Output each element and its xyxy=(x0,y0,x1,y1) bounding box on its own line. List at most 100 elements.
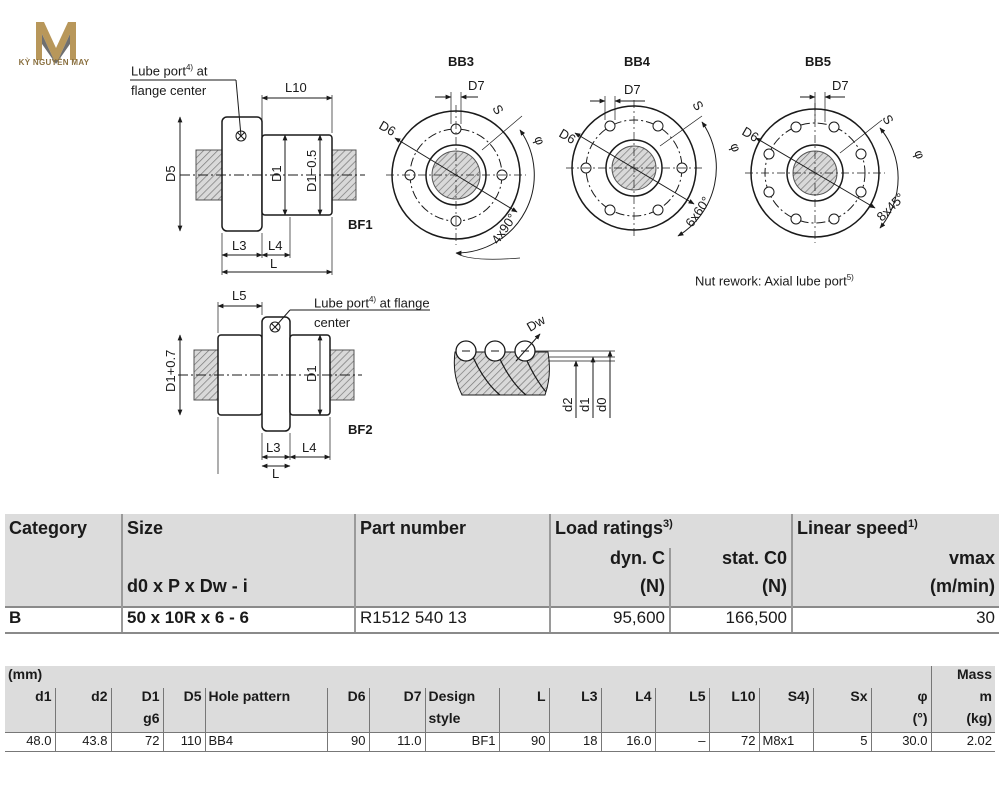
phi-cell: 30.0 xyxy=(870,732,931,752)
D1-tolerance: g6 xyxy=(110,710,163,733)
ball-d0-label: d0 xyxy=(594,398,609,412)
L5-header: L5 xyxy=(654,688,709,710)
L-header: L xyxy=(498,688,549,710)
bf2-l4-label: L4 xyxy=(302,440,316,455)
table-row: B 50 x 10R x 6 - 6 R1512 540 13 95,600 1… xyxy=(5,606,999,634)
mass-unit: (kg) xyxy=(930,710,995,733)
bb4-label: BB4 xyxy=(624,54,651,69)
D7-header: D7 xyxy=(368,688,425,710)
L3-header: L3 xyxy=(548,688,601,710)
bf1-l-label: L xyxy=(270,256,277,271)
m-header: m xyxy=(930,688,995,710)
bb5-label: BB5 xyxy=(805,54,831,69)
bf1-d1-label: D1 xyxy=(269,165,284,182)
D5-cell: 110 xyxy=(162,732,205,752)
bb5-s-label: S xyxy=(879,112,896,127)
D6-cell: 90 xyxy=(326,732,369,752)
D1-header: D1 xyxy=(110,688,163,710)
stat-c0-header: stat. C0 xyxy=(669,548,792,576)
bb3-phi-label: φ xyxy=(531,134,548,147)
load-ratings-header: Load ratings3) xyxy=(549,514,792,548)
technical-drawings: L10 D5 D1 D1−0.5 L3 L4 L BF1 xyxy=(130,54,928,481)
part-number-header: Part number xyxy=(354,514,550,548)
nut-rework-note: Nut rework: Axial lube port5) xyxy=(695,273,854,289)
D7-cell: 11.0 xyxy=(368,732,425,752)
hole-pattern-cell: BB4 xyxy=(204,732,327,752)
dyn-c-header: dyn. C xyxy=(549,548,670,576)
ball-dw-label: Dw xyxy=(524,312,548,335)
D1-cell: 72 xyxy=(110,732,163,752)
Sx-header: Sx xyxy=(812,688,871,710)
bf2-label: BF2 xyxy=(348,422,373,437)
part-number-cell: R1512 540 13 xyxy=(354,606,550,634)
stat-unit: (N) xyxy=(669,576,792,607)
Sx-cell: 5 xyxy=(812,732,871,752)
D5-header: D5 xyxy=(162,688,205,710)
L3-cell: 18 xyxy=(548,732,601,752)
logo-mark-icon xyxy=(36,22,76,64)
bb4-d7-label: D7 xyxy=(624,82,641,97)
dyn-c-cell: 95,600 xyxy=(549,606,670,634)
bf2-side-view: L5 D1+0.7 D1 L3 L4 L BF2 xyxy=(163,288,430,481)
table-row: 48.0 43.8 72 110 BB4 90 11.0 BF1 90 18 1… xyxy=(5,732,995,752)
phi-header: φ xyxy=(870,688,931,710)
S-header: S4) xyxy=(758,688,813,710)
phi-unit: (°) xyxy=(870,710,931,733)
vmax-cell: 30 xyxy=(791,606,999,634)
ball-d1-label: d1 xyxy=(577,398,592,412)
m-cell: 2.02 xyxy=(930,732,995,752)
bf2-l-label: L xyxy=(272,466,279,481)
bf2-d1-label: D1 xyxy=(304,365,319,382)
bb3-d7-label: D7 xyxy=(468,78,485,93)
ball-thread-detail: Dw d2 d1 d0 xyxy=(453,312,615,418)
vmax-header: vmax xyxy=(791,548,999,576)
bb3-d6-label: D6 xyxy=(377,118,399,139)
d2-cell: 43.8 xyxy=(54,732,111,752)
bf1-d5-label: D5 xyxy=(163,165,178,182)
bb5-pattern-label: 8x45° xyxy=(874,190,908,224)
bf1-d1-tol-label: D1−0.5 xyxy=(304,150,319,192)
ball-d2-label: d2 xyxy=(560,398,575,412)
L10-cell: 72 xyxy=(708,732,759,752)
bf1-lube-port-note: Lube port4) at flange center xyxy=(131,63,208,99)
L-cell: 90 xyxy=(498,732,549,752)
vmax-unit: (m/min) xyxy=(791,576,999,607)
L10-header: L10 xyxy=(708,688,759,710)
company-logo: KỲ NGUYÊN MAY xyxy=(4,14,104,74)
d1-header: d1 xyxy=(5,688,55,710)
dimension-table: (mm) Mass d1 d2 D1 D5 Hole pattern D6 D7… xyxy=(5,666,995,752)
bb4-d6-label: D6 xyxy=(557,126,579,147)
bb4-flange-view: BB4 D6 D7 S φ 6x60° xyxy=(557,54,744,237)
bf2-lube-port-note: Lube port4) at flange center xyxy=(314,295,430,331)
category-cell: B xyxy=(5,606,122,634)
design-header: Design xyxy=(424,688,499,710)
bb5-phi-label: φ xyxy=(911,148,928,161)
dyn-unit: (N) xyxy=(549,576,670,607)
bf2-l3-label: L3 xyxy=(266,440,280,455)
size-header: Size xyxy=(121,514,355,548)
bf1-l10-label: L10 xyxy=(285,80,307,95)
bf1-l4-label: L4 xyxy=(268,238,282,253)
bf1-l3-label: L3 xyxy=(232,238,246,253)
bf1-side-view: L10 D5 D1 D1−0.5 L3 L4 L BF1 xyxy=(130,79,373,275)
size-formula: d0 x P x Dw - i xyxy=(121,576,355,607)
bb3-label: BB3 xyxy=(448,54,474,69)
bb5-d6-label: D6 xyxy=(740,124,762,145)
d2-header: d2 xyxy=(54,688,111,710)
bb5-d7-label: D7 xyxy=(832,78,849,93)
category-header: Category xyxy=(5,514,122,548)
L5-cell: – xyxy=(654,732,709,752)
bf2-l5-label: L5 xyxy=(232,288,246,303)
hole-pattern-header: Hole pattern xyxy=(204,688,327,710)
bf1-label: BF1 xyxy=(348,217,373,232)
unit-label: (mm) xyxy=(5,666,931,688)
d1-cell: 48.0 xyxy=(5,732,55,752)
bb3-flange-view: BB3 D6 D7 S φ 4x90° xyxy=(377,54,548,260)
spec-table: Category Size Part number Load ratings3)… xyxy=(5,514,999,634)
stat-c0-cell: 166,500 xyxy=(669,606,792,634)
size-cell: 50 x 10R x 6 - 6 xyxy=(121,606,355,634)
S-cell: M8x1 xyxy=(758,732,813,752)
bb5-flange-view: BB5 D6 D7 S φ 8x45° xyxy=(740,54,928,243)
bb4-phi-label: φ xyxy=(727,141,744,154)
D6-header: D6 xyxy=(326,688,369,710)
